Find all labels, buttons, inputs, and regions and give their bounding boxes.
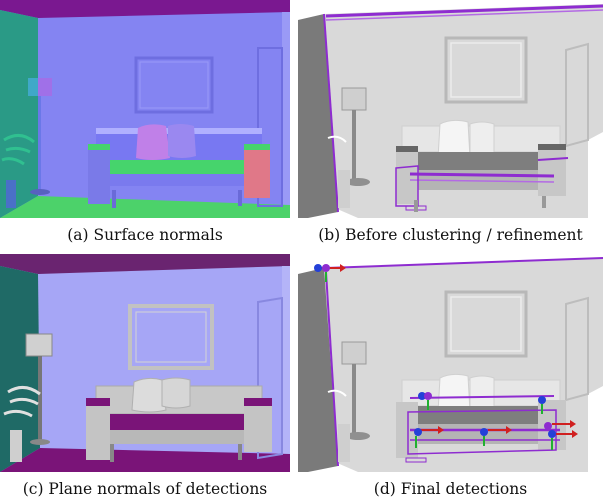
caption-final-detections: (d) Final detections <box>373 480 528 498</box>
marker-group-sofa <box>414 392 578 450</box>
floor-region <box>0 196 290 218</box>
panel-plane-normals <box>0 254 290 472</box>
panel-final-detections <box>298 254 603 472</box>
sofa-seat <box>104 160 252 176</box>
plane-floor-region <box>0 448 290 472</box>
picture-frame <box>134 56 214 114</box>
plane-left-wall-region <box>0 266 40 472</box>
panel-before-clustering <box>298 0 603 218</box>
left-wall-region <box>0 10 38 218</box>
panel-surface-normals <box>0 0 290 218</box>
before-clustering-image <box>298 0 603 218</box>
caption-surface-normals: (a) Surface normals <box>67 226 223 244</box>
ceiling-region <box>0 0 290 18</box>
marker-group-ceiling <box>314 264 346 282</box>
caption-plane-normals: (c) Plane normals of detections <box>22 480 268 498</box>
final-detections-image <box>298 254 603 472</box>
gray-left-wall <box>298 14 338 218</box>
plane-ceiling-region <box>0 254 290 274</box>
caption-before-clustering: (b) Before clustering / refinement <box>318 226 583 244</box>
surface-normals-image <box>0 0 290 218</box>
plane-normals-image <box>0 254 290 472</box>
